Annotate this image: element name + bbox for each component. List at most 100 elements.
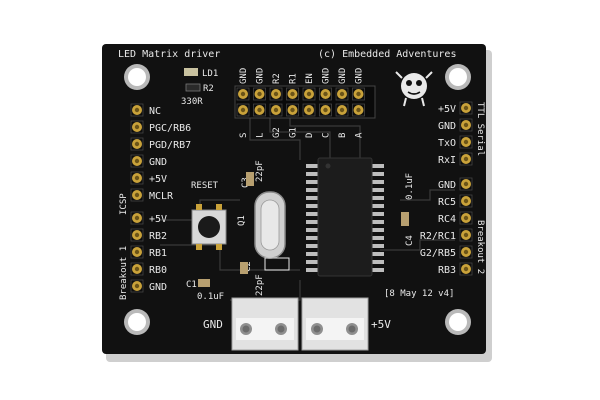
top-header-label: GND xyxy=(338,68,348,84)
top-header-pin xyxy=(253,87,266,101)
right-header-pin xyxy=(459,135,473,149)
capacitor-c1 xyxy=(198,279,210,287)
left-header-pin xyxy=(130,154,144,168)
right-header-pins xyxy=(459,101,473,276)
top-header-bottom-label: G1 xyxy=(289,127,299,138)
right-header-label: RxI xyxy=(438,155,456,166)
c2-value: 22pF xyxy=(255,274,265,296)
resistor-label: R2 xyxy=(203,84,214,94)
left-header-label: RB1 xyxy=(149,248,167,259)
left-header-label: GND xyxy=(149,282,167,293)
ic-pin xyxy=(370,188,384,192)
ic-pins xyxy=(306,164,384,272)
top-header-pin xyxy=(302,87,316,101)
left-header-pin xyxy=(130,279,144,293)
left-header-pins xyxy=(130,103,144,293)
right-header-label: GND xyxy=(438,121,456,132)
left-header-pin xyxy=(130,228,144,242)
ic-pin xyxy=(306,252,320,256)
right-header-label: RC4 xyxy=(438,214,456,225)
right-header-label: RB3 xyxy=(438,265,456,276)
left-header-label: GND xyxy=(149,157,167,168)
top-header-label: GND xyxy=(256,68,266,84)
ic-pin xyxy=(306,220,320,224)
mascot-logo xyxy=(395,71,433,107)
top-header-pin xyxy=(352,87,365,101)
left-header-pin xyxy=(130,137,144,151)
breakout2-label: Breakout 2 xyxy=(475,220,485,274)
ic-pin xyxy=(306,172,320,176)
left-header-label: RB2 xyxy=(149,231,167,242)
ic-pin xyxy=(306,196,320,200)
c1-label: C1 xyxy=(186,280,197,290)
left-header-label: +5V xyxy=(149,214,167,225)
q1-label: Q1 xyxy=(237,215,247,226)
top-header-pin xyxy=(236,103,250,117)
terminal-block-left xyxy=(231,297,299,351)
top-header-pin xyxy=(319,103,332,117)
icsp-label: ICSP xyxy=(119,193,129,215)
capacitor-c3 xyxy=(246,172,254,186)
right-header-pin xyxy=(459,177,473,191)
top-header-pin xyxy=(335,87,349,101)
c3-value: 22pF xyxy=(255,160,265,182)
c4-value: 0.1uF xyxy=(405,173,415,200)
top-header-pins xyxy=(236,87,365,117)
left-header-pin xyxy=(130,245,144,259)
top-header-bottom-label: G2 xyxy=(272,127,282,138)
top-header-pin xyxy=(236,87,250,101)
terminal-block-right xyxy=(301,297,369,351)
ic-pin xyxy=(370,228,384,232)
breakout1-label: Breakout 1 xyxy=(119,246,129,300)
board-version: [8 May 12 v4] xyxy=(384,289,454,299)
left-header-pin xyxy=(130,103,144,117)
top-header-label: R1 xyxy=(289,73,299,84)
right-header-label: RC5 xyxy=(438,197,456,208)
top-header-pin xyxy=(302,103,316,117)
top-header-bottom-label: C xyxy=(322,133,332,138)
top-header-pin xyxy=(286,103,299,117)
led-ld1 xyxy=(184,68,198,76)
ttl-serial-label: TTL Serial xyxy=(475,102,485,156)
ic-pin xyxy=(370,244,384,248)
right-header-label: GND xyxy=(438,180,456,191)
left-header-pin xyxy=(130,171,144,185)
left-header-pin xyxy=(130,262,144,276)
led-label: LD1 xyxy=(202,69,218,79)
ic-pin xyxy=(370,236,384,240)
left-header-labels: NCPGC/RB6PGD/RB7GND+5VMCLR+5VRB2RB1RB0GN… xyxy=(149,106,191,293)
right-header-pin xyxy=(459,194,473,208)
top-header-bottom-label: A xyxy=(355,132,365,138)
ic-pin xyxy=(370,220,384,224)
top-header-pin xyxy=(269,87,283,101)
ic-pin xyxy=(306,180,320,184)
ic-pin xyxy=(370,164,384,168)
ic-pin xyxy=(306,188,320,192)
left-header-label: MCLR xyxy=(149,191,174,202)
board-title: LED Matrix driver xyxy=(118,49,220,60)
top-header-pin xyxy=(319,87,332,101)
left-header-label: NC xyxy=(149,106,161,117)
top-header-pin xyxy=(253,103,266,117)
capacitor-c2 xyxy=(240,262,248,274)
board-copyright: (c) Embedded Adventures xyxy=(318,49,456,60)
left-header-pin xyxy=(130,211,144,225)
ic-pin xyxy=(306,164,320,168)
ic-pin xyxy=(306,236,320,240)
right-header-pin xyxy=(459,228,473,242)
top-header-bottom-label: B xyxy=(338,133,348,138)
v5-terminal-label: +5V xyxy=(371,318,391,331)
c1-value: 0.1uF xyxy=(197,292,224,302)
right-header-label: TxO xyxy=(438,138,456,149)
top-header-pin xyxy=(269,103,283,117)
reset-button[interactable] xyxy=(198,216,220,238)
c4-label: C4 xyxy=(405,235,415,246)
top-header-label: GND xyxy=(355,68,365,84)
left-header-label: PGD/RB7 xyxy=(149,140,191,151)
right-header-label: R2/RC1 xyxy=(420,231,456,242)
ic-pin xyxy=(370,180,384,184)
